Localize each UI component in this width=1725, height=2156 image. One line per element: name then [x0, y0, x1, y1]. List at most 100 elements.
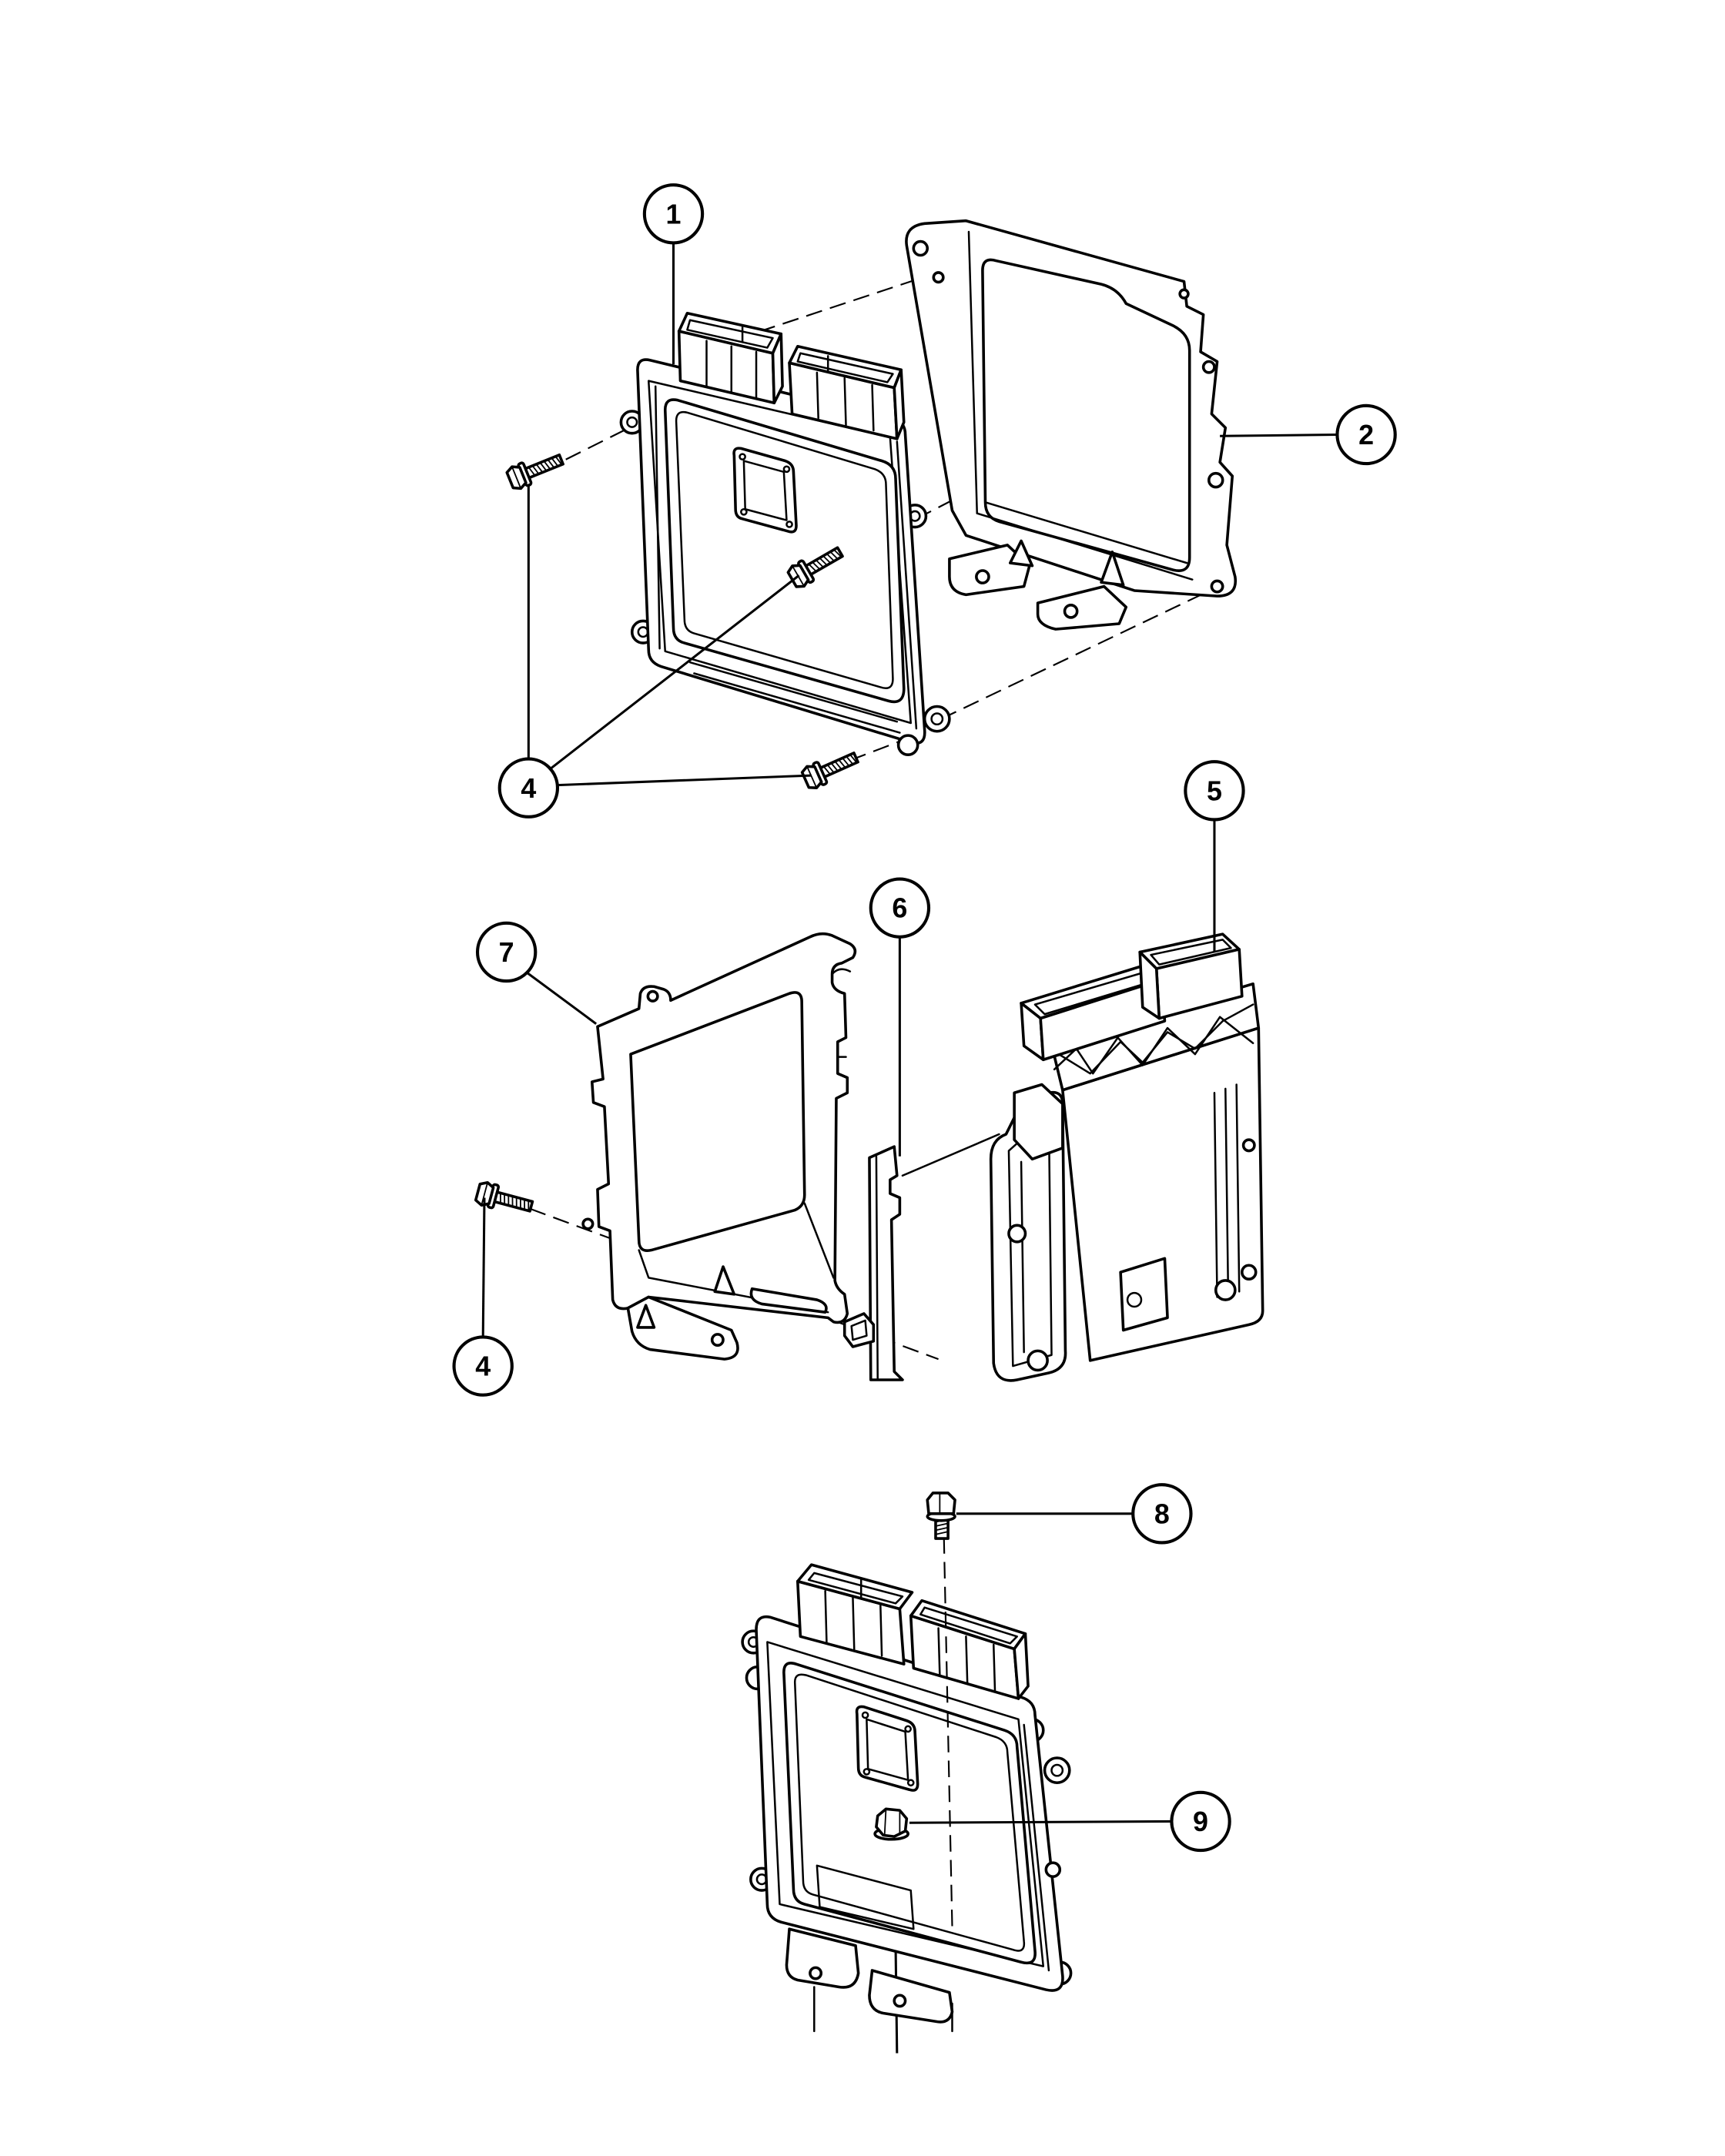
- callout-label: 1: [666, 199, 682, 229]
- top-assembly: 1 2 4: [497, 183, 1397, 819]
- module-connector-right: [788, 345, 906, 440]
- callout-label: 5: [1207, 775, 1222, 806]
- callout-4-top: 4: [497, 485, 812, 819]
- leader-line: [1220, 433, 1338, 437]
- bracket-floor-edge: [803, 1202, 835, 1279]
- bracket-tab-hole: [646, 989, 659, 1003]
- mounting-bracket-part-2: [905, 219, 1238, 631]
- label-plate-hole: [1126, 1291, 1143, 1308]
- module-flange-block: [1013, 1083, 1064, 1161]
- callout-label: 7: [499, 937, 514, 968]
- module-foot-hole: [809, 1966, 823, 1980]
- bracket-part-7: [581, 932, 857, 1361]
- control-module-part-5: [989, 932, 1264, 1382]
- bracket-floor-edge: [984, 501, 1188, 564]
- module-inner-panel-inset: [793, 1673, 1026, 1952]
- connector-opening: [686, 319, 774, 349]
- bracket-hole: [1208, 471, 1224, 489]
- module-connector-a: [1020, 964, 1167, 1062]
- bracket-flange-notch: [831, 968, 852, 976]
- callout-circle: [1170, 1790, 1231, 1853]
- patch-screw: [861, 1711, 869, 1719]
- module-ear: [1027, 1349, 1049, 1372]
- module-ear: [1007, 1224, 1027, 1244]
- bolt-top-left: [504, 447, 568, 493]
- bracket-mount-hole: [581, 1217, 595, 1230]
- module-ribs: [1053, 1003, 1254, 1075]
- bracket-slot: [749, 1287, 828, 1314]
- module-label-patch-inset: [742, 460, 788, 521]
- connector-side: [771, 332, 784, 405]
- leader-line: [557, 774, 812, 787]
- module-flange-edge: [654, 385, 661, 650]
- bracket-foot-hole: [1063, 604, 1079, 619]
- leader-line: [526, 972, 598, 1025]
- connector-ribs: [937, 1627, 996, 1693]
- alignment-line: [901, 1133, 1000, 1177]
- module-inner-panel: [782, 1662, 1037, 1965]
- module-label-patch-inset: [866, 1718, 909, 1781]
- nut-body: [875, 1807, 909, 1838]
- bracket-foot: [626, 1295, 739, 1361]
- module-ear: [896, 734, 919, 757]
- module-lower-panel: [816, 1864, 915, 1930]
- bracket-foot: [1036, 584, 1128, 631]
- callout-8: 8: [956, 1483, 1193, 1545]
- nut-part-9: [873, 1807, 909, 1841]
- callout-circle: [1184, 760, 1245, 822]
- middle-assembly: 5 6 7 4: [452, 760, 1264, 1397]
- callout-circle: [497, 757, 560, 819]
- bracket-hole: [912, 239, 929, 257]
- connector-side: [893, 368, 906, 440]
- alignment-line: [735, 272, 936, 340]
- bracket-foot: [948, 544, 1031, 597]
- bracket-window: [981, 258, 1191, 572]
- connector-side: [1138, 950, 1161, 1020]
- module-ear: [1043, 1756, 1071, 1785]
- bracket-gusset: [1100, 551, 1125, 587]
- control-module-part-1: [619, 311, 951, 757]
- bracket-foot-hole: [710, 1333, 725, 1347]
- module-ear: [923, 705, 951, 733]
- alignment-line: [565, 425, 633, 460]
- callout-6: 6: [869, 877, 931, 1157]
- leader-line: [909, 1820, 1172, 1824]
- patch-screw: [785, 521, 793, 528]
- callout-label: 4: [521, 773, 536, 804]
- module-side-hole: [1044, 1861, 1062, 1878]
- bracket-clip: [842, 1312, 876, 1348]
- clip-inset: [850, 1319, 868, 1341]
- callout-circle: [1335, 403, 1397, 466]
- bolt-head: [926, 1491, 956, 1515]
- callout-circle: [869, 877, 931, 939]
- module-foot: [785, 1927, 860, 1989]
- callout-label: 6: [892, 893, 907, 924]
- module-channel: [1213, 1083, 1241, 1298]
- callout-label: 8: [1154, 1498, 1170, 1529]
- bracket-gusset: [636, 1304, 656, 1329]
- patch-screw: [782, 465, 791, 474]
- module-ear-hole: [1050, 1763, 1064, 1777]
- module-flange-inset: [1020, 1160, 1025, 1354]
- bracket-hole: [1210, 579, 1224, 594]
- module-inner-panel-inset: [675, 410, 894, 690]
- leader-line: [481, 1197, 486, 1337]
- connector-side: [1013, 1632, 1030, 1700]
- module-connector-right: [909, 1599, 1030, 1700]
- module-foot-hole: [893, 1994, 907, 2008]
- module-ear-hole: [626, 416, 638, 428]
- strip-edge: [875, 1155, 879, 1381]
- nut-edge: [883, 1809, 901, 1836]
- callout-label: 2: [1358, 420, 1374, 450]
- callout-circle: [475, 921, 538, 983]
- patch-screw: [739, 453, 746, 460]
- module-ear: [1241, 1138, 1256, 1153]
- bracket-gusset: [1008, 539, 1034, 567]
- callout-circle: [452, 1335, 514, 1397]
- callout-2: 2: [1220, 403, 1397, 466]
- module-flange-inset: [766, 1641, 1045, 1967]
- module-ear-hole: [930, 712, 944, 726]
- patch-screw: [906, 1779, 915, 1787]
- callout-circle: [1131, 1483, 1193, 1545]
- connector-ribs: [816, 371, 875, 432]
